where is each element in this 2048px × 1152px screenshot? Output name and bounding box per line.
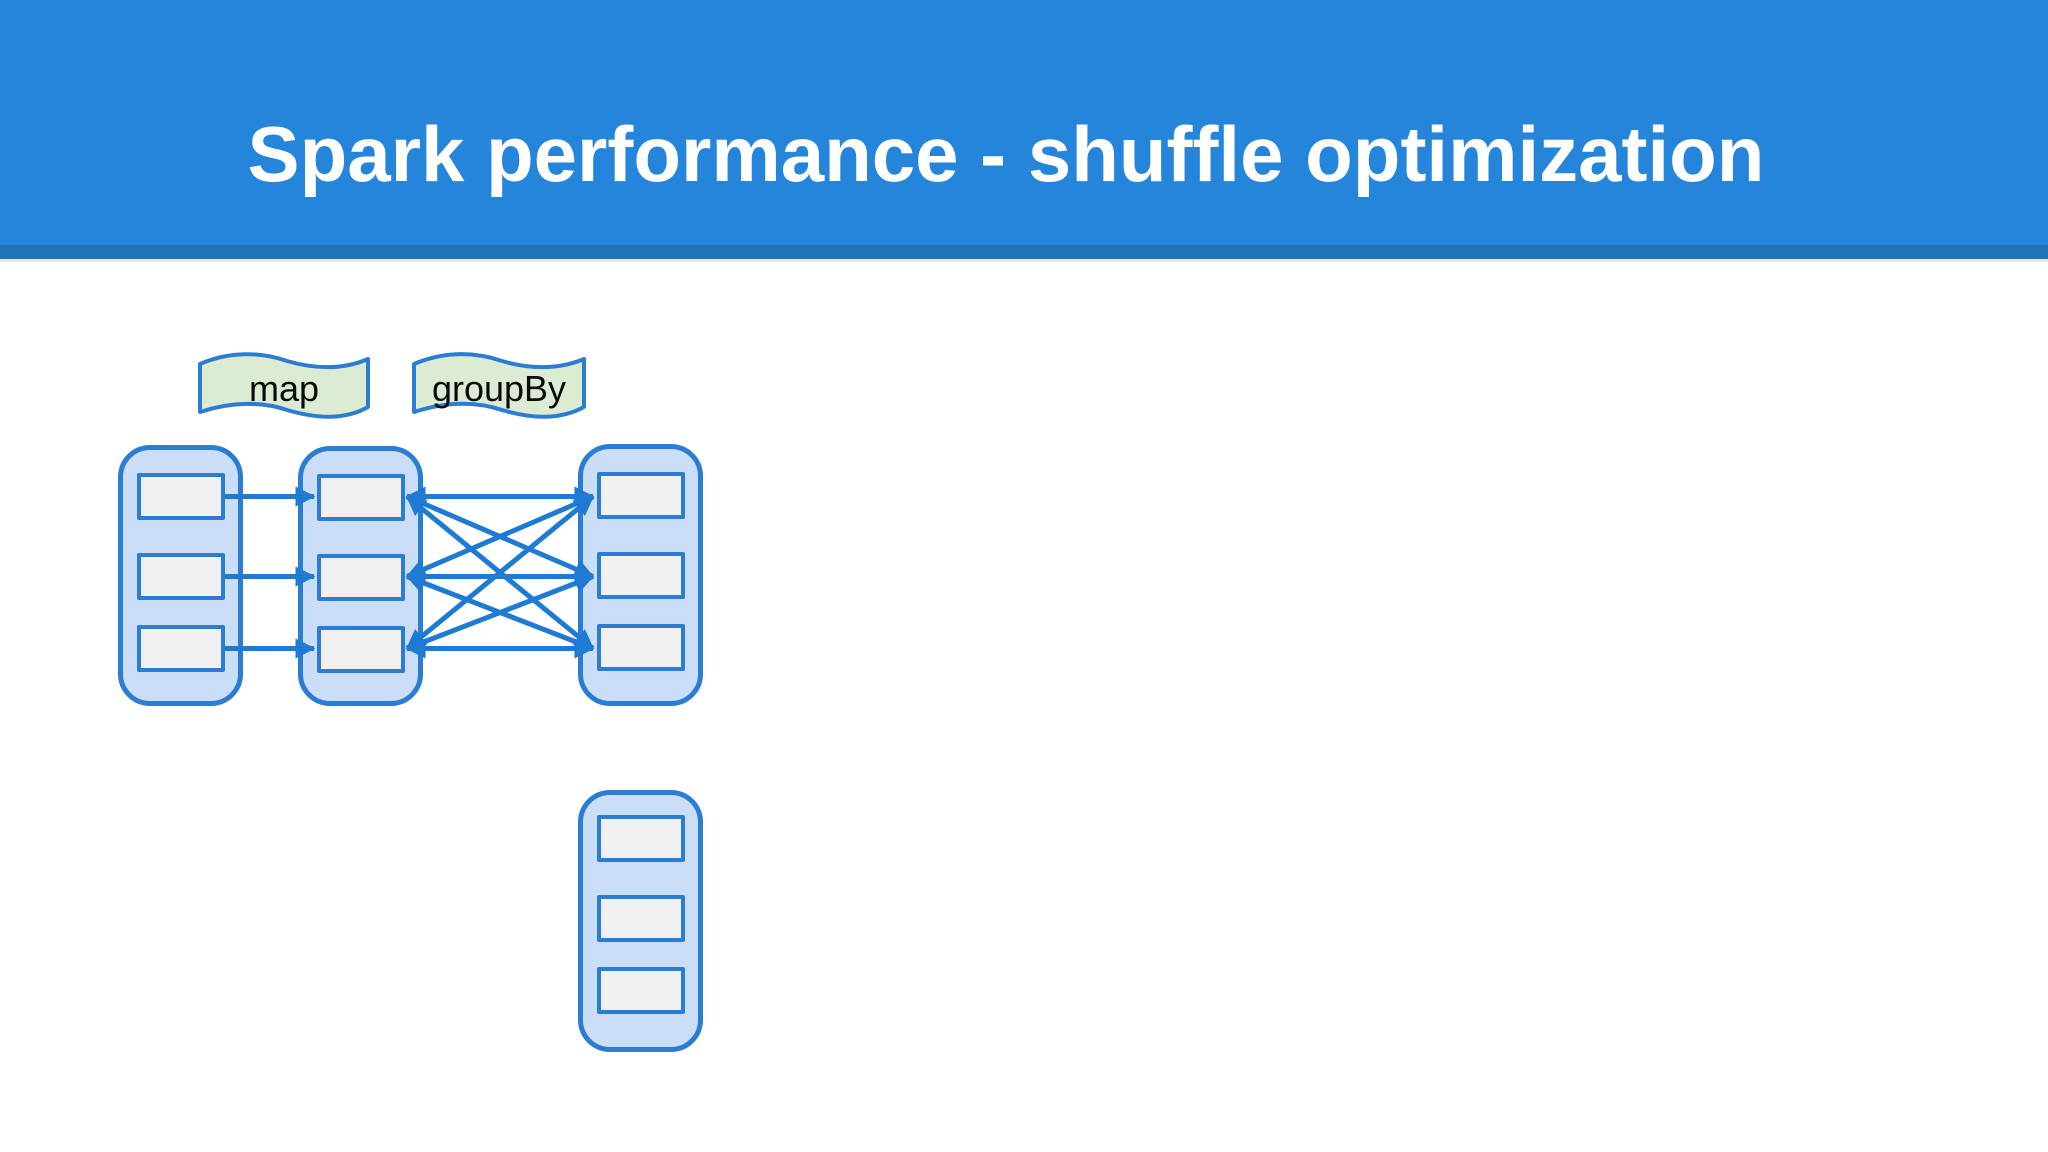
- partition-box: [597, 815, 685, 862]
- slide-header: Spark performance - shuffle optimization: [0, 0, 2048, 245]
- shuffle-arrow: [405, 494, 595, 651]
- rdd-column-1: [118, 445, 243, 706]
- partition-box: [317, 626, 405, 673]
- stage-label-shape-map: [198, 352, 370, 419]
- rdd-column-3: [578, 444, 703, 706]
- stage-label-map: map: [249, 368, 319, 409]
- partition-box: [137, 473, 225, 520]
- shuffle-arrow: [405, 494, 595, 579]
- partition-box: [317, 554, 405, 601]
- slide-title: Spark performance - shuffle optimization: [247, 110, 1765, 198]
- rdd-column-4: [578, 790, 703, 1052]
- partition-box: [597, 624, 685, 671]
- stage-label-groupby: groupBy: [432, 368, 566, 409]
- partition-box: [597, 552, 685, 599]
- partition-box: [137, 625, 225, 672]
- shuffle-arrow: [405, 494, 595, 579]
- shuffle-arrow: [405, 494, 595, 651]
- partition-box: [137, 553, 225, 600]
- shuffle-arrow: [405, 573, 595, 652]
- header-accent-strip: [0, 245, 2048, 259]
- partition-box: [597, 967, 685, 1014]
- header-accent-strip-edge: [0, 259, 2048, 262]
- shuffle-arrow: [405, 573, 595, 652]
- partition-box: [317, 474, 405, 521]
- partition-box: [597, 472, 685, 519]
- rdd-column-2: [298, 446, 423, 706]
- partition-box: [597, 895, 685, 942]
- stage-label-shape-groupby: [412, 352, 586, 419]
